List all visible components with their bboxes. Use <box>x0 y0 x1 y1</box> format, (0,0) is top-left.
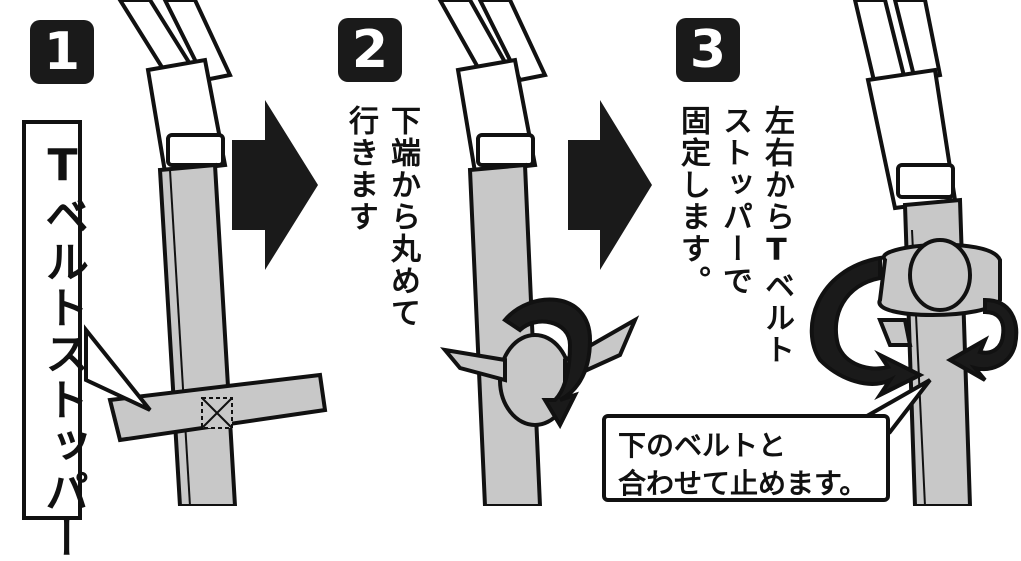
step-1-caption: Tベルトストッパー <box>37 140 88 561</box>
instruction-diagram: 1 2 3 Tベルトストッパー 下端から丸めて 行きます 左右からTベルト スト… <box>22 0 1019 561</box>
panel-1-pointer <box>84 324 152 412</box>
step-3-badge: 3 <box>676 18 740 82</box>
step-3-caption-col2: ストッパーで <box>717 105 752 297</box>
callout-line-1: 下のベルトと <box>618 429 787 462</box>
t-belt-stopper-label-box <box>22 120 82 520</box>
step-2-caption-col2: 行きます <box>343 105 378 233</box>
step-3-caption-col3: 固定します。 <box>675 105 710 297</box>
callout-box: 下のベルトと 合わせて止めます。 <box>602 414 890 502</box>
step-2-caption-col1: 下端から丸めて <box>385 105 420 329</box>
step-3-caption-col1: 左右からTベルト <box>759 105 794 366</box>
panel-3-strap <box>809 0 1019 506</box>
next-arrow-icon <box>568 100 652 270</box>
panel-2-strap <box>437 0 640 506</box>
panel-1-strap <box>107 0 328 506</box>
next-arrow-icon <box>232 100 318 270</box>
strap-illustrations <box>84 0 1019 506</box>
step-1-badge: 1 <box>30 20 94 84</box>
callout-line-2: 合わせて止めます。 <box>618 467 868 500</box>
step-2-badge: 2 <box>338 18 402 82</box>
